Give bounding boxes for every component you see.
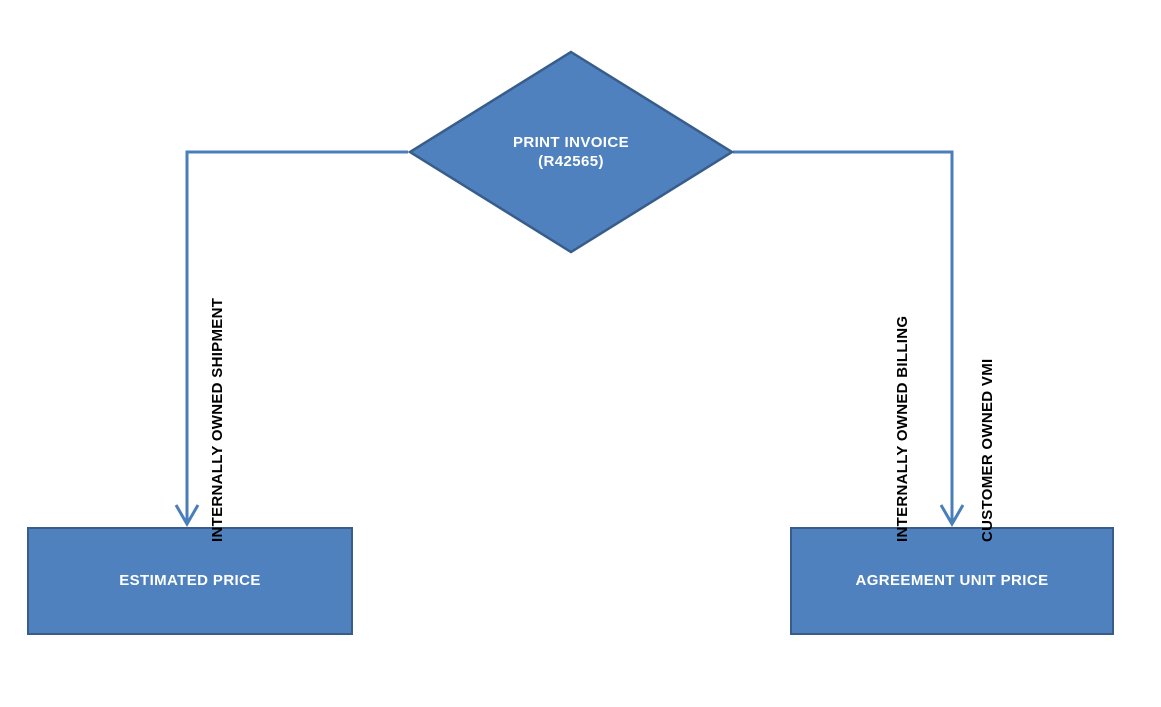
edge-label-internally-owned-shipment: INTERNALLY OWNED SHIPMENT bbox=[209, 297, 226, 542]
node-agreement-unit-price-label: AGREEMENT UNIT PRICE bbox=[855, 571, 1049, 589]
connector-left-branch bbox=[174, 150, 408, 527]
node-agreement-unit-price[interactable]: AGREEMENT UNIT PRICE bbox=[790, 527, 1114, 635]
arrowhead-left bbox=[174, 504, 200, 527]
node-estimated-price[interactable]: ESTIMATED PRICE bbox=[27, 527, 353, 635]
node-estimated-price-label: ESTIMATED PRICE bbox=[119, 571, 261, 589]
decision-print-invoice[interactable]: PRINT INVOICE (R42565) bbox=[408, 50, 734, 254]
edge-label-customer-owned-vmi: CUSTOMER OWNED VMI bbox=[979, 358, 996, 542]
edge-label-internally-owned-billing: INTERNALLY OWNED BILLING bbox=[894, 315, 911, 542]
arrowhead-right bbox=[939, 504, 965, 527]
diamond-shape bbox=[408, 50, 734, 254]
connector-right-branch bbox=[733, 150, 965, 527]
